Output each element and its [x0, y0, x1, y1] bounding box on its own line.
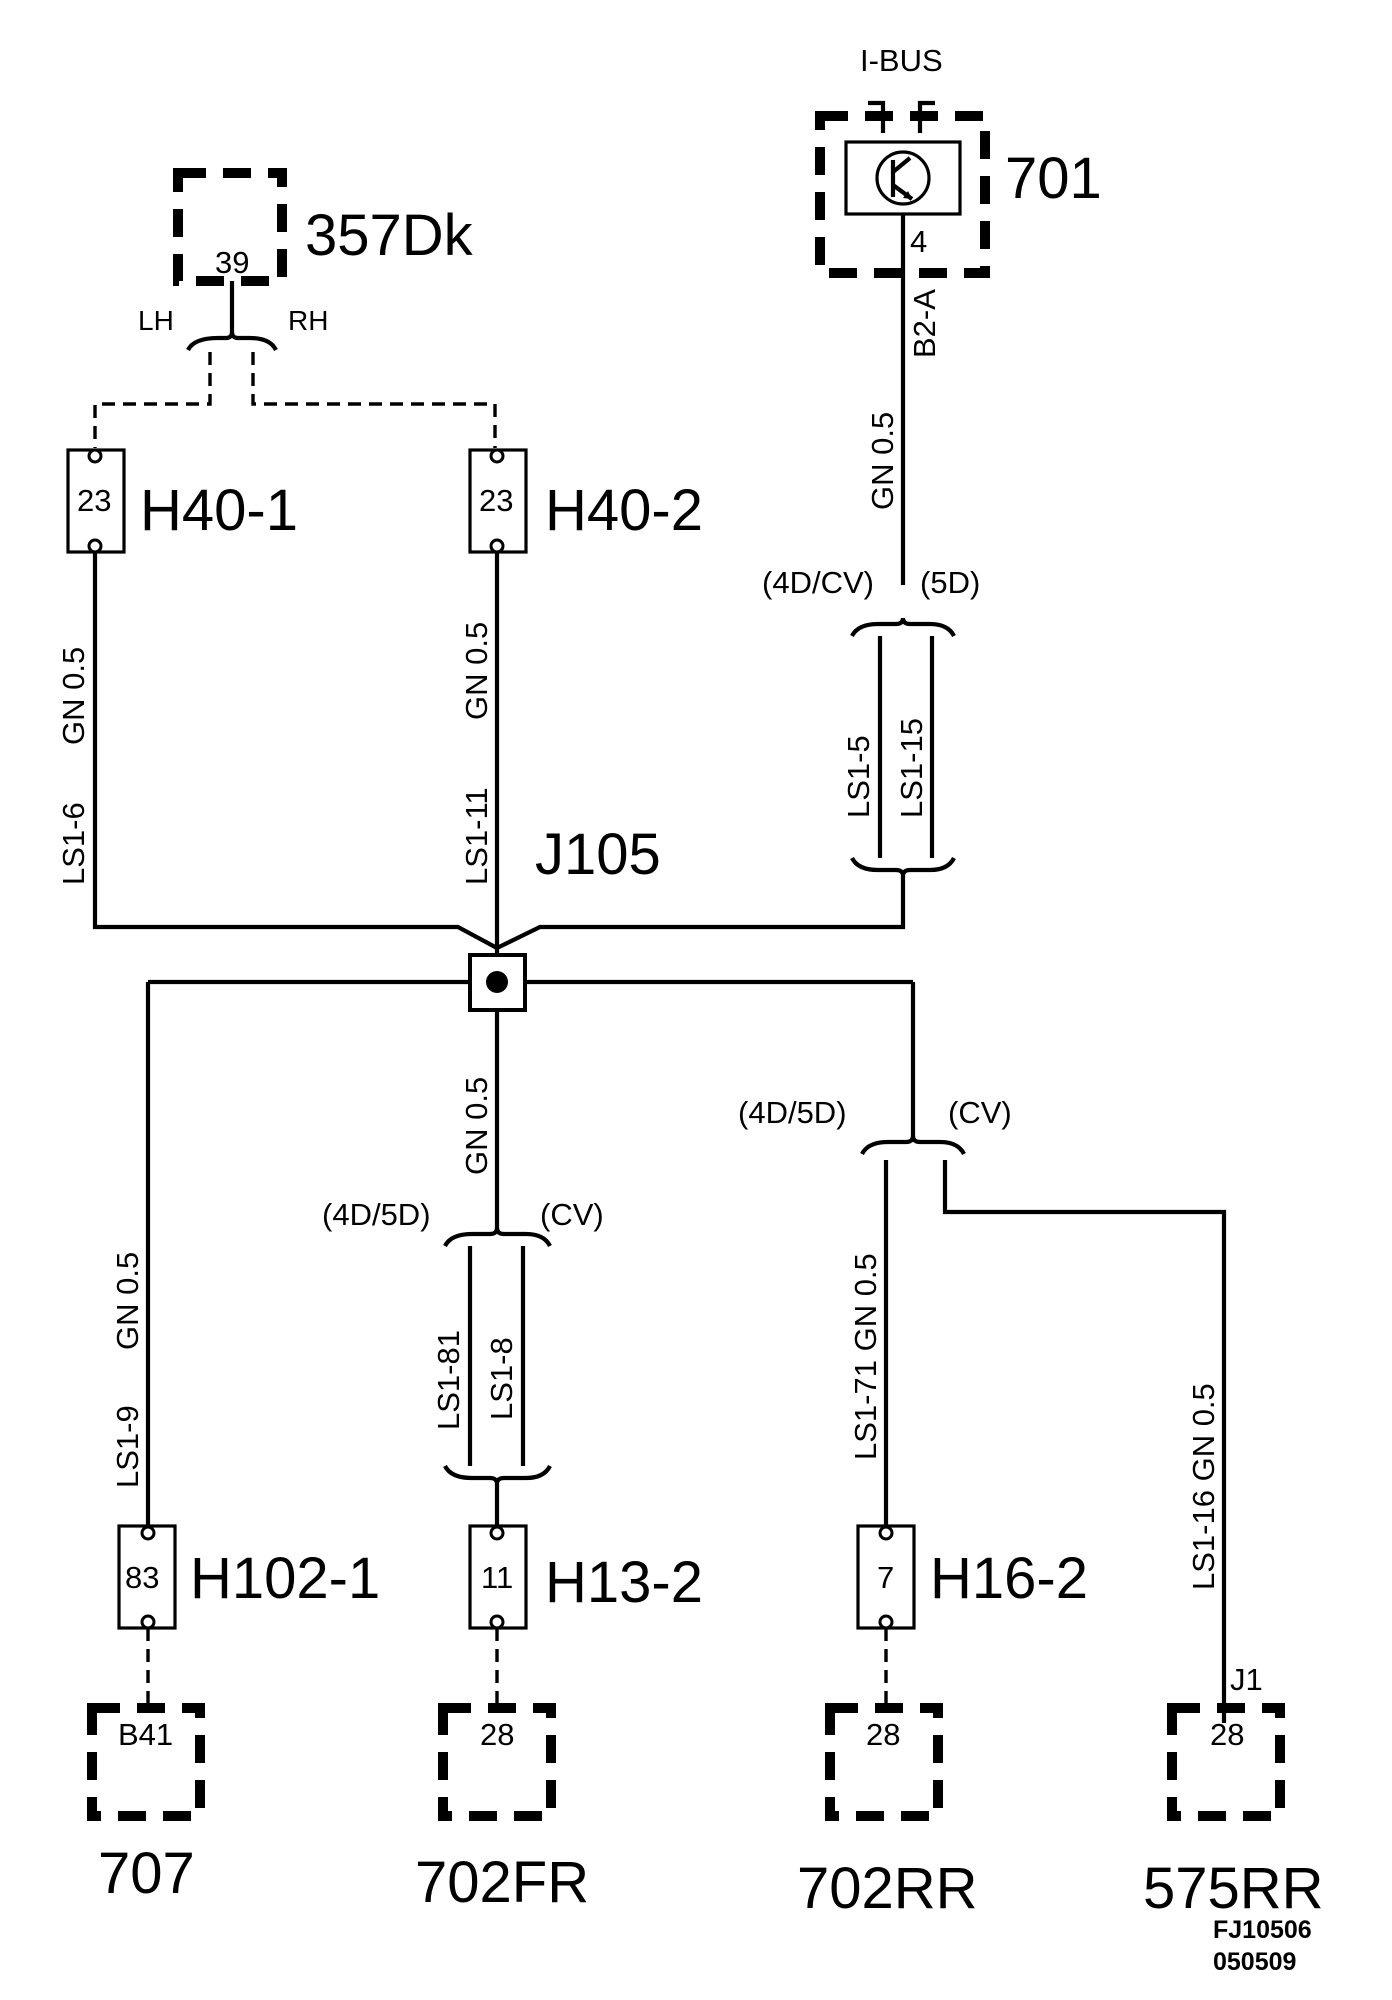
component-701-pin: 4: [910, 224, 927, 259]
component-701-label: 701: [1005, 146, 1102, 211]
splice-j105-label: J105: [535, 822, 661, 887]
wire-gn-707: GN 0.5: [110, 1252, 145, 1350]
component-357dk-pin: 39: [215, 245, 249, 280]
connector-h16-2-label: H16-2: [930, 1546, 1088, 1611]
connector-h40-1-label: H40-1: [140, 478, 298, 543]
wire-id-b2-a: B2-A: [907, 289, 942, 358]
variant-cv-fr: (CV): [540, 1197, 604, 1232]
wire-id-ls1-8: LS1-8: [484, 1337, 519, 1420]
footer-code: FJ10506: [1213, 1916, 1312, 1944]
component-575rr-pin: 28: [1210, 1717, 1244, 1752]
footer-date: 050509: [1213, 1948, 1296, 1976]
wire-id-ls1-5: LS1-5: [841, 735, 876, 818]
component-707-label: 707: [98, 1841, 195, 1906]
variant-4d-5d-rr: (4D/5D): [738, 1095, 847, 1130]
wire-id-ls1-81: LS1-81: [431, 1330, 466, 1430]
component-702rr: 28 702RR: [797, 1703, 978, 1921]
wire-gn-702fr: GN 0.5: [459, 1077, 494, 1175]
wire-id-ls1-6: LS1-6: [56, 802, 91, 885]
connector-h102-1: 83 H102-1: [117, 1524, 380, 1630]
component-357dk-label: 357Dk: [305, 203, 474, 268]
variant-4d-5d-fr: (4D/5D): [322, 1197, 431, 1232]
component-707-pin: B41: [118, 1717, 173, 1752]
connector-h40-2-label: H40-2: [545, 478, 703, 543]
variant-cv-rr: (CV): [948, 1095, 1012, 1130]
transistor-icon: [875, 150, 931, 206]
wire-id-ls1-9: LS1-9: [110, 1405, 145, 1488]
component-702fr-label: 702FR: [415, 1850, 589, 1915]
connector-h40-2-pin: 23: [479, 483, 513, 518]
connector-h102-1-pin: 83: [125, 1560, 159, 1595]
component-575rr: J1 28 575RR: [1143, 1662, 1324, 1921]
wire-id-ls1-11: LS1-11: [459, 787, 494, 885]
variant-5d: (5D): [920, 565, 980, 600]
wire-gn-h40-1: GN 0.5: [56, 647, 91, 745]
component-702rr-label: 702RR: [797, 1856, 978, 1921]
component-702rr-pin: 28: [866, 1717, 900, 1752]
connector-h16-2-pin: 7: [877, 1560, 894, 1595]
rh-label: RH: [288, 305, 328, 336]
wire-gn-h40-2: GN 0.5: [459, 622, 494, 720]
wire-id-ls1-16: LS1-16 GN 0.5: [1186, 1383, 1221, 1590]
connector-h13-2-label: H13-2: [545, 1550, 703, 1615]
connector-h16-2: 7 H16-2: [856, 1524, 1088, 1630]
component-702fr: 28 702FR: [415, 1703, 589, 1915]
connector-h40-1-pin: 23: [77, 483, 111, 518]
splice-dot: [486, 971, 508, 993]
component-357dk: 39 357Dk LH RH: [93, 168, 497, 448]
component-702fr-pin: 28: [480, 1717, 514, 1752]
variant-4d-cv: (4D/CV): [762, 565, 874, 600]
wire-id-ls1-15: LS1-15: [894, 718, 929, 818]
wire-gn-701: GN 0.5: [865, 412, 900, 510]
connector-h13-2-pin: 11: [481, 1560, 513, 1595]
connector-h40-1: 23 H40-1: [66, 448, 298, 554]
i-bus-label: I-BUS: [860, 43, 943, 78]
component-707: B41 707: [87, 1703, 205, 1906]
component-575rr-pin-label: J1: [1230, 1662, 1263, 1697]
connector-h102-1-label: H102-1: [190, 1546, 380, 1611]
connector-h40-2: 23 H40-2: [468, 448, 703, 554]
connector-h13-2: 11 H13-2: [468, 1524, 703, 1630]
lh-label: LH: [138, 305, 174, 336]
wire-id-ls1-71: LS1-71 GN 0.5: [848, 1253, 883, 1460]
component-575rr-label: 575RR: [1143, 1856, 1324, 1921]
component-701: I-BUS 4 701: [815, 43, 1102, 585]
